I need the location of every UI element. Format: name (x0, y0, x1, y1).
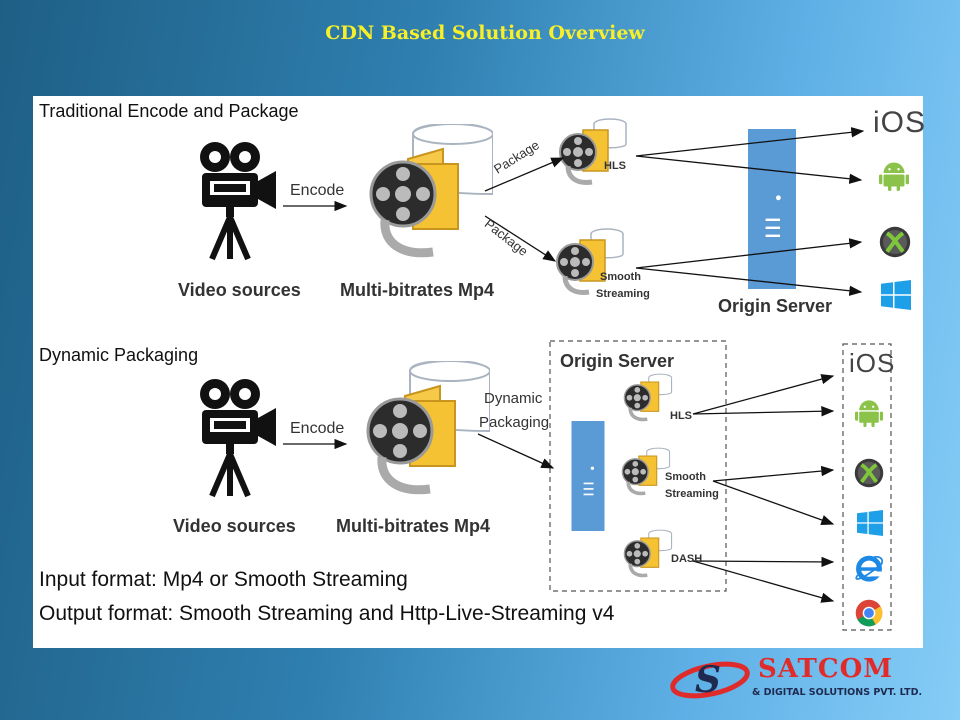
smooth-xbox-arrow (635, 238, 863, 269)
logo-mark-icon: S (670, 659, 750, 701)
dash-media-icon (623, 528, 673, 578)
smooth-label-2: Streaming (596, 288, 650, 300)
package-hls-arrow (484, 157, 565, 192)
video-sources-label: Video sources (178, 280, 301, 300)
xbox-icon (879, 226, 911, 258)
origin-server-box (549, 340, 727, 592)
origin-server-label: Origin Server (718, 296, 833, 316)
dynamic-packaging-arrow (477, 433, 555, 469)
ie-icon (856, 557, 882, 579)
video-camera-icon-2 (200, 379, 276, 496)
windows-icon-2 (857, 510, 883, 536)
hls-media-icon-2 (623, 372, 673, 422)
encode-label-2: Encode (290, 420, 345, 437)
hls-label: HLS (604, 160, 626, 172)
output-format-text: Output format: Smooth Streaming and Http… (39, 602, 615, 625)
android-icon (879, 162, 909, 191)
xbox-icon-2 (854, 458, 884, 488)
slide-title: CDN Based Solution Overview (325, 22, 645, 44)
origin-server-label-2: Origin Server (560, 351, 675, 371)
mp4-label: Multi-bitrates Mp4 (340, 280, 495, 300)
hls-android-arrow (635, 155, 863, 184)
satcom-logo: S SATCOM & DIGITAL SOLUTIONS PVT. LTD. (668, 652, 958, 712)
smooth-label-2b: Streaming (665, 488, 719, 500)
origin-server-icon (748, 129, 796, 289)
chrome-icon (855, 599, 883, 627)
smooth-windows-arrow (635, 267, 863, 296)
hls-ios-arrow-2 (692, 374, 835, 415)
diagram-canvas (33, 96, 911, 631)
mp4-label-2: Multi-bitrates Mp4 (336, 516, 491, 536)
input-format-text: Input format: Mp4 or Smooth Streaming (39, 568, 408, 591)
smooth-label-1: Smooth (600, 271, 641, 283)
encode-label: Encode (290, 182, 345, 199)
dynamic-heading: Dynamic Packaging (39, 345, 199, 365)
package-smooth-arrow (484, 215, 557, 262)
clients-box (842, 343, 892, 631)
hls-ios-arrow (635, 127, 865, 157)
dash-ie-arrow (692, 556, 835, 568)
svg-text:S: S (695, 659, 721, 701)
multi-bitrate-media-icon (371, 124, 493, 253)
multi-bitrate-media-icon-2 (368, 361, 490, 490)
traditional-heading: Traditional Encode and Package (39, 101, 299, 121)
dynamic-label-1: Dynamic (484, 390, 543, 407)
video-camera-icon (200, 142, 276, 259)
video-sources-label-2: Video sources (173, 516, 296, 536)
ios-icon-2: iOS (849, 348, 896, 378)
hls-android-arrow-2 (692, 406, 835, 417)
dynamic-label-2: Packaging (479, 414, 550, 431)
smooth-media-icon-2 (621, 446, 671, 496)
ios-icon: iOS (873, 106, 927, 139)
smooth-windows-arrow-2 (712, 480, 835, 525)
smooth-label-2a: Smooth (665, 471, 706, 483)
dash-chrome-arrow (692, 560, 835, 603)
hls-label-2: HLS (670, 410, 692, 422)
diagram-panel: Traditional Encode and Package Video sou… (33, 96, 927, 648)
android-icon-2 (855, 400, 883, 427)
dash-label: DASH (671, 553, 703, 565)
windows-icon (881, 280, 911, 310)
logo-name: SATCOM (758, 654, 893, 684)
smooth-xbox-arrow-2 (712, 465, 835, 482)
logo-subtitle: & DIGITAL SOLUTIONS PVT. LTD. (752, 687, 923, 698)
origin-server-icon-2 (571, 421, 605, 531)
